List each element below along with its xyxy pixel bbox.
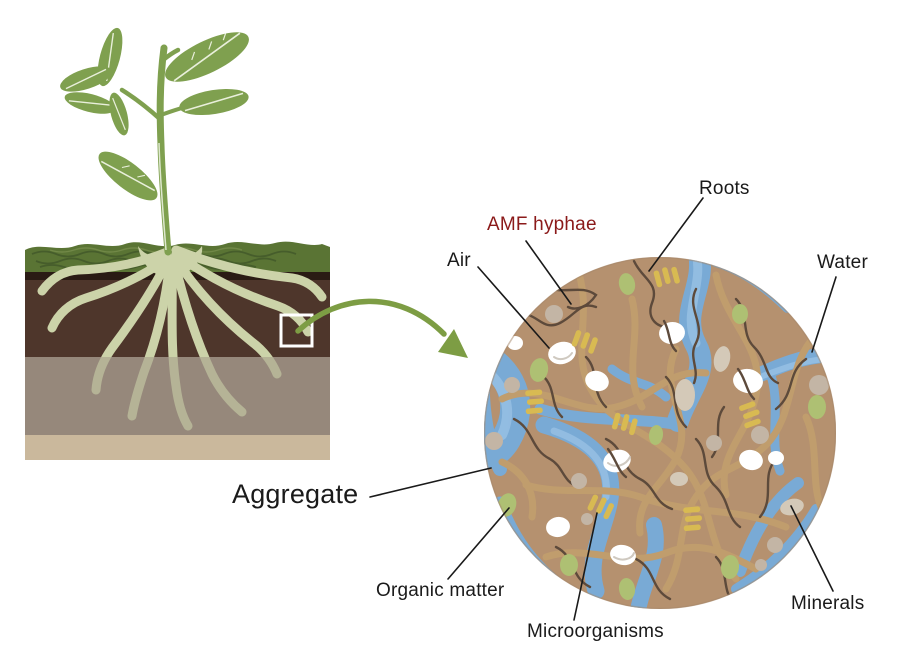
topsoil-layer — [25, 280, 330, 357]
stem-highlight — [158, 142, 167, 251]
leader-line-roots — [648, 197, 704, 272]
label-roots: Roots — [699, 178, 750, 199]
plant — [60, 27, 249, 256]
stem-branch — [160, 47, 181, 63]
subsoil-fade-overlay — [25, 357, 330, 435]
zoom-arrow — [295, 298, 468, 358]
leader-line-minerals — [790, 505, 834, 592]
air-pocket-creases — [553, 352, 635, 561]
aggregate-circle — [484, 257, 836, 609]
aggregate-rim — [484, 257, 836, 609]
zoom-arrow-head — [438, 329, 468, 358]
mineral-particles-beige — [670, 346, 804, 516]
label-microorganisms: Microorganisms — [527, 621, 664, 642]
stem-branch — [119, 87, 164, 123]
label-aggregate: Aggregate — [232, 479, 359, 509]
plant-stem — [156, 44, 172, 256]
label-organic-matter: Organic matter — [376, 580, 505, 601]
grass-highlight-texture — [49, 247, 243, 253]
air-pockets — [507, 321, 784, 566]
mineral-particles — [485, 305, 829, 571]
leader-line-aggregate — [369, 467, 492, 498]
label-amf-hyphae: AMF hyphae — [487, 214, 597, 235]
leader-line-organic-matter — [447, 507, 510, 580]
deep-soil-fade-overlay — [25, 435, 330, 460]
root-strands — [498, 261, 826, 593]
leader-line-water — [811, 276, 837, 353]
microbe-clusters — [525, 266, 761, 532]
leader-line-air — [477, 266, 550, 349]
plant-soil-illustration — [25, 27, 330, 460]
leader-line-amf-hyphae — [525, 240, 572, 305]
label-water: Water — [817, 252, 868, 273]
plant-roots — [37, 245, 327, 431]
plant-leaf — [60, 27, 249, 201]
leader-line-microorganisms — [573, 512, 598, 621]
label-air: Air — [447, 250, 471, 271]
label-minerals: Minerals — [791, 593, 865, 614]
hyphae-over-air — [606, 319, 756, 479]
zoom-box — [279, 313, 314, 348]
organic-matter-blobs — [497, 273, 826, 600]
